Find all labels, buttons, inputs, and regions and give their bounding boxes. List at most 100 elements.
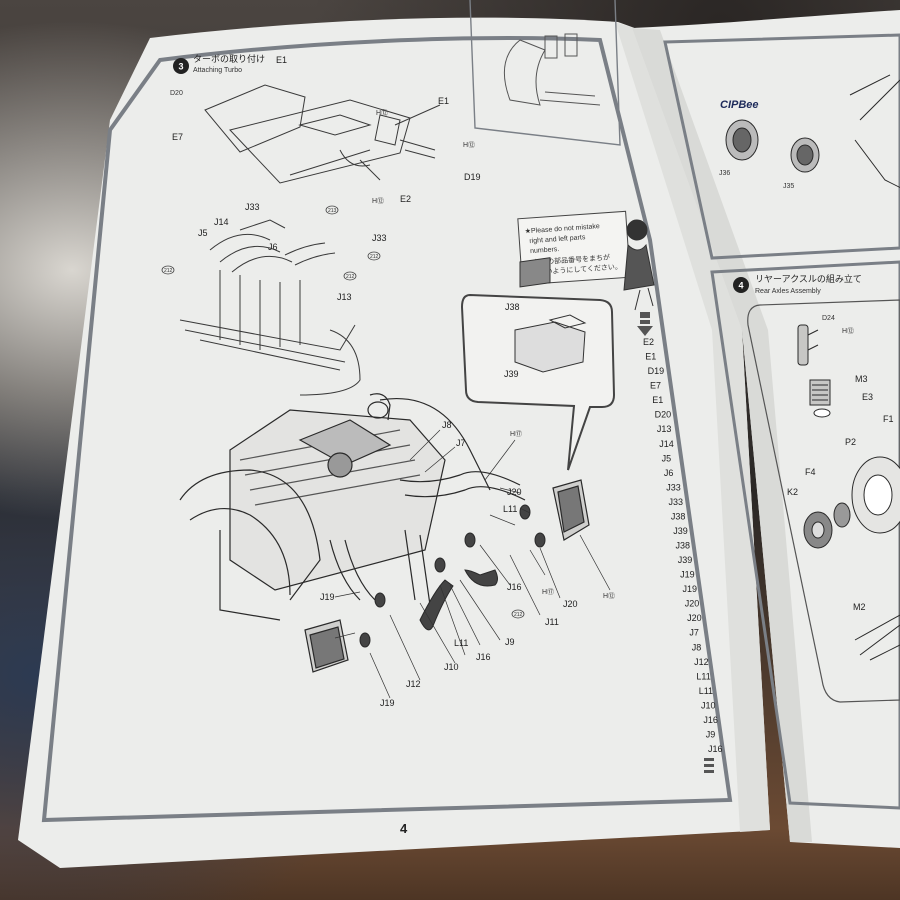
label-j5: J5 [198, 228, 208, 238]
label-j11: J11 [545, 617, 559, 627]
label-j20-a: J20 [507, 487, 522, 497]
label-j6: J6 [268, 242, 278, 252]
step-4-badge [733, 277, 749, 293]
label-h10-right: H⑫ [842, 327, 854, 335]
label-m3: M3 [855, 374, 868, 384]
label-j14: J14 [214, 217, 229, 227]
label-h10-a: H⑫ [376, 109, 388, 117]
label-p2: P2 [845, 437, 856, 447]
label-e1-top: E1 [276, 55, 287, 65]
sequence-item: J20 [687, 613, 702, 623]
circle-code-213: 213 [328, 208, 337, 214]
label-j38: J38 [505, 302, 520, 312]
label-f1: F1 [883, 414, 894, 424]
label-j10: J10 [444, 662, 459, 672]
step-3-number: 3 [178, 62, 183, 72]
mascot-figure-illustration [623, 219, 655, 311]
sequence-item: J20 [685, 599, 700, 609]
circle-code-212-a: 212 [164, 268, 173, 274]
label-e1-right: E1 [438, 96, 449, 106]
sequence-item: E1 [652, 395, 663, 405]
label-h10-c: H⑫ [372, 197, 384, 205]
label-j20-b: J20 [563, 599, 578, 609]
sequence-item: E1 [645, 352, 656, 362]
engine-assembly-drawing [179, 393, 526, 621]
sequence-item: E2 [643, 337, 654, 347]
circle-code-212-c: 212 [346, 274, 355, 280]
sequence-item: J14 [659, 439, 674, 449]
label-h12: H⑫ [603, 592, 615, 600]
label-j13: J13 [337, 292, 352, 302]
part-code-circles [161, 205, 381, 281]
axle-inset-rounded-box [747, 299, 900, 703]
label-h77-a: H⑰ [510, 430, 522, 438]
sequence-item: J12 [694, 657, 709, 667]
parts-sequence-column: E2E1D19E7E1D20J13J14J5J6J33J33J38J39J38J… [643, 337, 723, 754]
label-h77-b: H⑰ [542, 588, 554, 596]
sequence-item: J33 [666, 482, 681, 492]
circle-code-212-b: 212 [370, 254, 379, 260]
label-e7: E7 [172, 132, 183, 142]
label-l11-a: L11 [503, 504, 517, 514]
sequence-item: J7 [689, 628, 699, 638]
label-j35: J35 [783, 183, 794, 190]
sequence-item: J8 [692, 642, 702, 652]
cooler-left-drawing [304, 619, 349, 673]
label-j9: J9 [505, 637, 515, 647]
inset-sketch [503, 33, 601, 106]
label-j36: J36 [719, 170, 730, 177]
sequence-item: J38 [676, 541, 691, 551]
label-j19-b: J19 [380, 698, 395, 708]
inset-box-top [469, 0, 621, 146]
label-d19: D19 [464, 172, 481, 182]
label-j33-a: J33 [245, 202, 260, 212]
turbo-top-assembly-drawing [204, 84, 441, 184]
sequence-item: J6 [664, 468, 674, 478]
note-en-line-3: numbers. [530, 246, 560, 255]
sequence-item: D19 [648, 366, 665, 376]
pipes-subassembly-drawing [179, 219, 361, 396]
label-m2: M2 [853, 602, 866, 612]
label-l11-b: L11 [454, 638, 468, 648]
sequence-item: J5 [662, 453, 672, 463]
label-e3: E3 [862, 392, 873, 402]
right-top-panel [663, 33, 900, 260]
sequence-item: J19 [683, 584, 698, 594]
sequence-item: D20 [655, 410, 672, 420]
leader-lines [334, 429, 611, 699]
cooler-right-drawing [552, 479, 590, 541]
label-d24: D24 [822, 315, 835, 322]
label-j7: J7 [456, 438, 466, 448]
axle-assembly-drawing [797, 324, 900, 661]
brand-logo: CIPBee [720, 99, 759, 111]
turbo-parts-drawing [725, 74, 900, 189]
label-j8: J8 [442, 420, 452, 430]
page-number: 4 [400, 821, 408, 836]
label-f4: F4 [805, 467, 816, 477]
sequence-item: E7 [650, 381, 661, 391]
right-step-4-frame [710, 260, 900, 810]
parts-sequence-arrow-top [637, 312, 653, 336]
label-e2: E2 [400, 194, 411, 204]
sequence-item: J38 [671, 511, 686, 521]
step-4-title-jp: リヤーアクスルの組み立て [755, 273, 862, 284]
spine-shadow [615, 22, 770, 832]
step-3-title-en: Attaching Turbo [193, 67, 242, 74]
sequence-item: J13 [657, 424, 672, 434]
intercooler-part-drawing [514, 257, 587, 373]
label-k2: K2 [787, 487, 798, 497]
right-spine-shadow [632, 28, 812, 842]
label-j12: J12 [406, 679, 421, 689]
label-j33-b: J33 [372, 233, 387, 243]
sequence-item: L11 [699, 686, 713, 696]
label-j19-a: J19 [320, 592, 335, 602]
label-d20: D20 [170, 90, 183, 97]
sequence-item: J19 [680, 570, 695, 580]
step-3-title-jp: ターボの取り付け [193, 54, 265, 64]
circle-212-d-shape [511, 609, 525, 619]
circle-code-212-d: 212 [514, 612, 523, 618]
sequence-item: J9 [706, 730, 716, 740]
step-3-badge [173, 58, 189, 74]
